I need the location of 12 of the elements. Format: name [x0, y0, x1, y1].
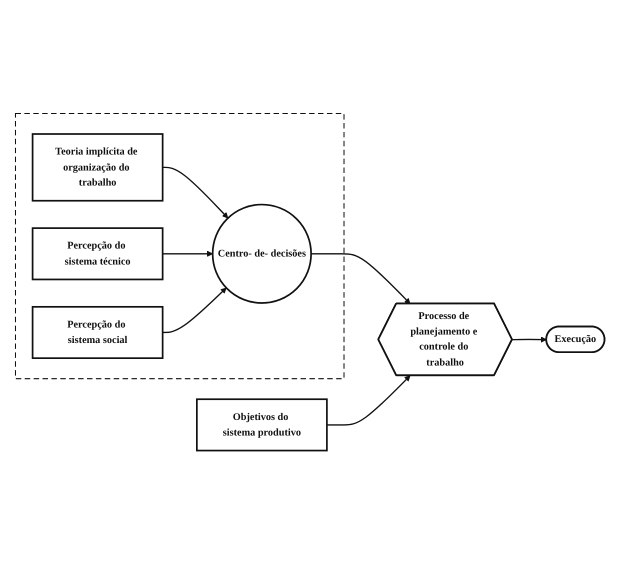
arrow [162, 288, 227, 334]
arrow [512, 336, 547, 343]
node-box: Objetivos do sistema produtivo [196, 398, 328, 452]
arrow [311, 253, 410, 304]
node-circle: Centro- de- decisões [212, 204, 312, 304]
node-box: Percepção do sistema técnico [32, 227, 164, 280]
arrow [162, 166, 228, 218]
node-box: Percepção do sistema social [32, 306, 164, 359]
cluster [14, 112, 345, 380]
arrow [162, 250, 213, 257]
node-box: Teoria implícita de organização do trabalho [32, 133, 164, 202]
arrow [326, 375, 410, 426]
